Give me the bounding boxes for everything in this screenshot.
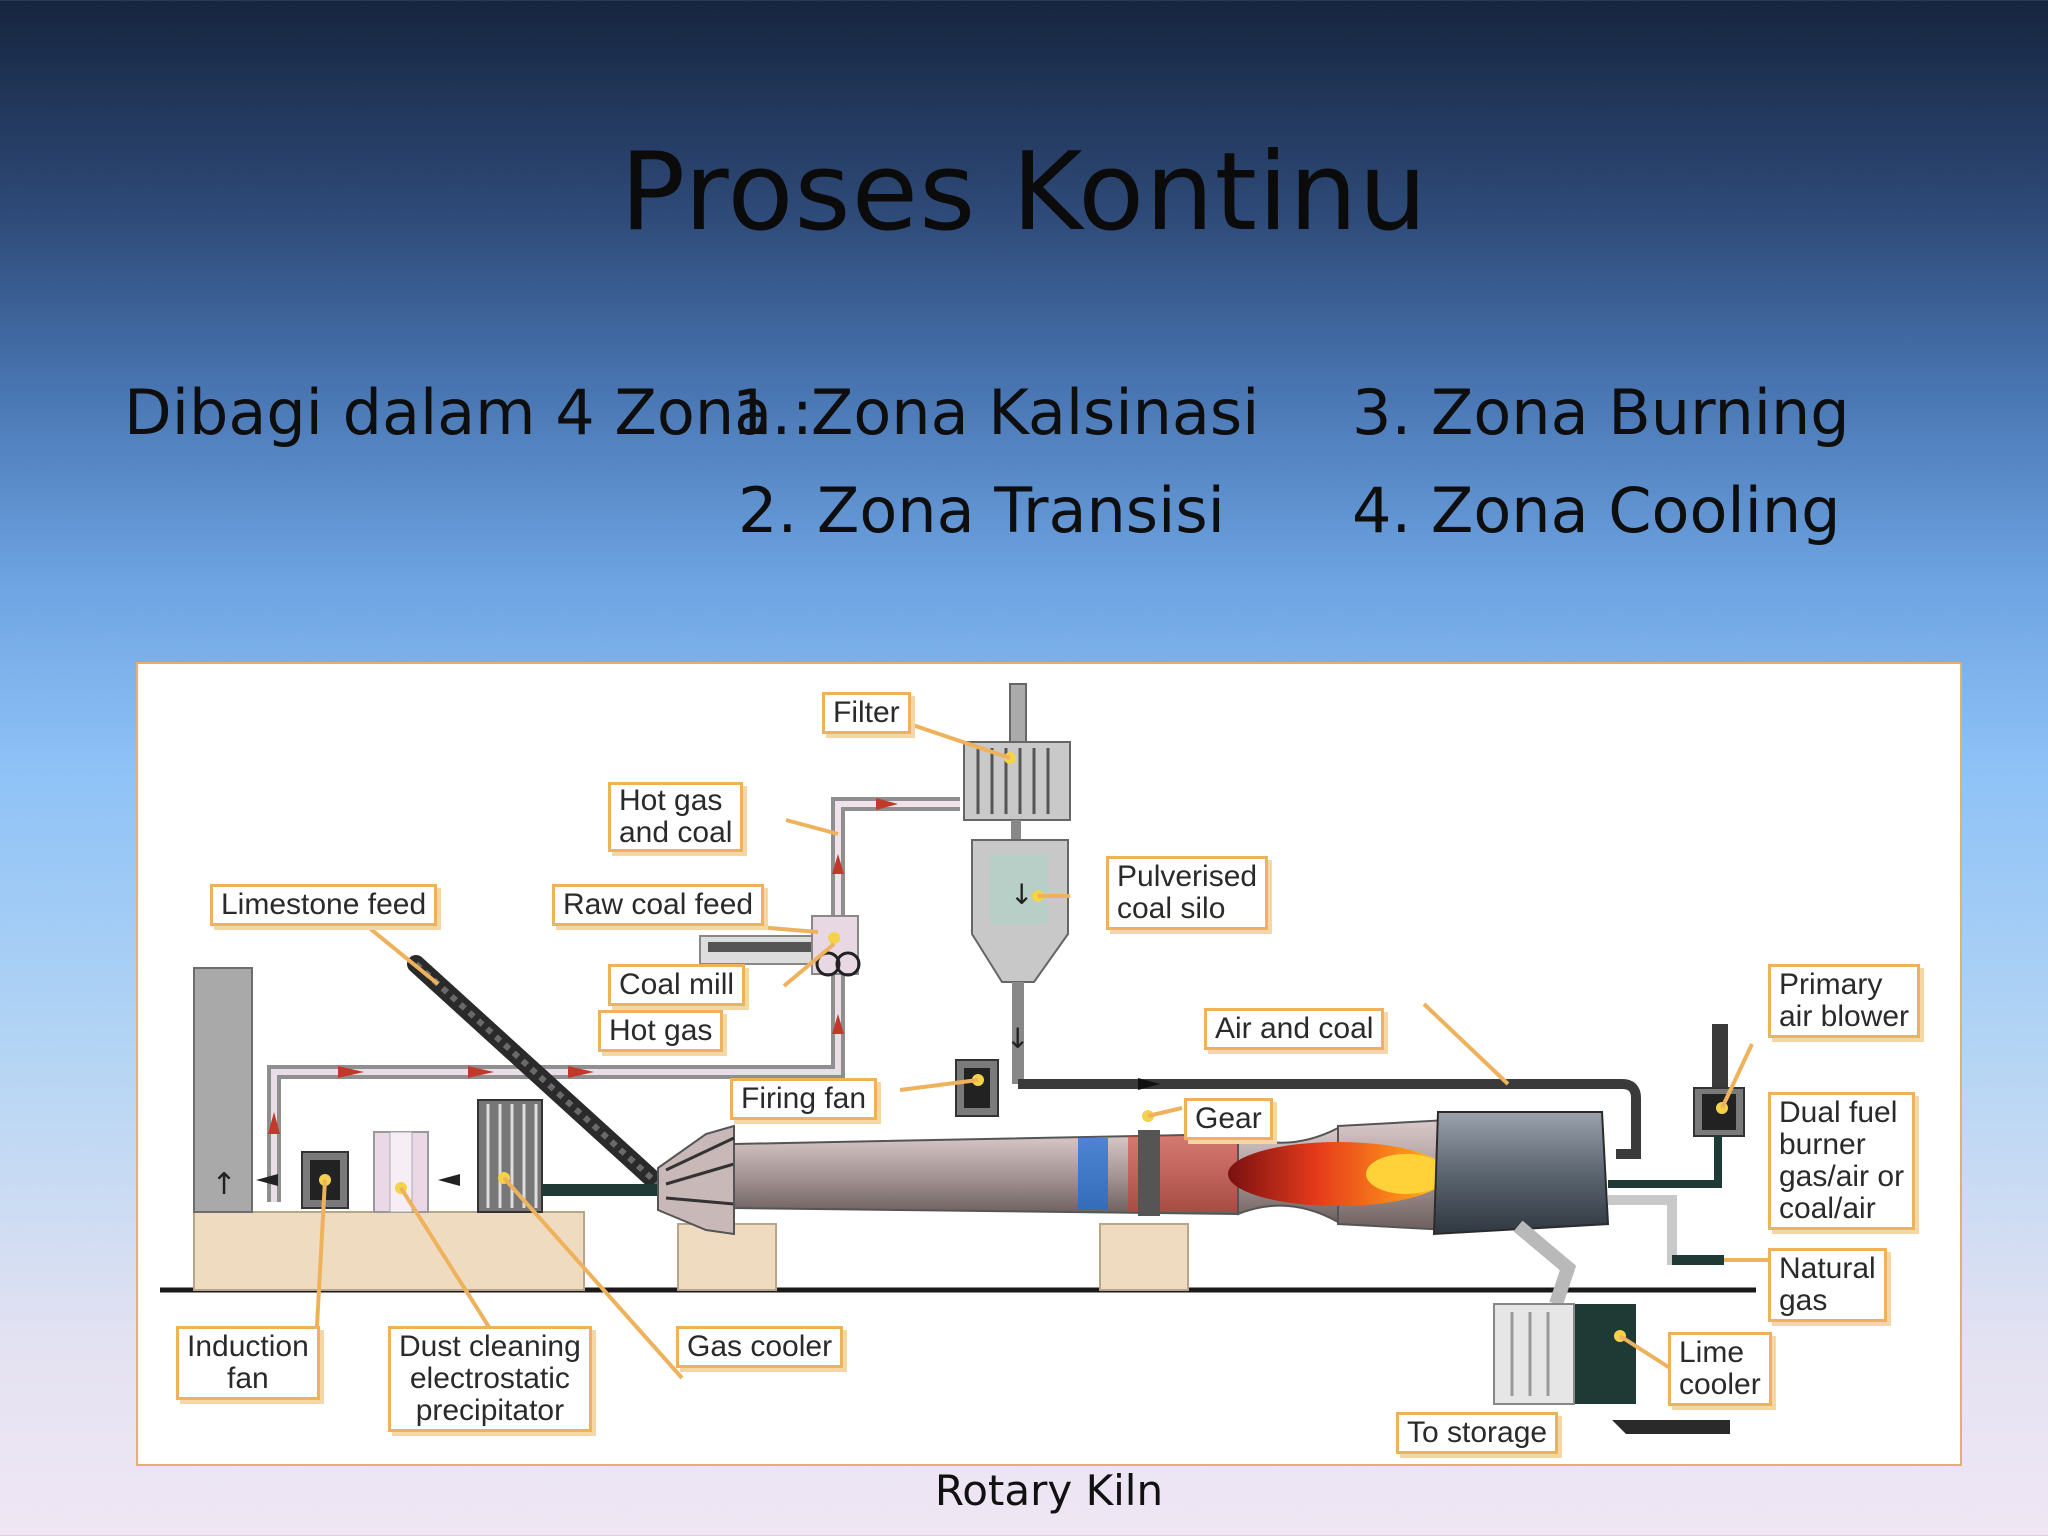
zone-3: 3. Zona Burning xyxy=(1352,376,1850,449)
storage-conveyor xyxy=(1612,1420,1730,1434)
label-hot-gas: Hot gas xyxy=(598,1010,724,1052)
svg-text:↓: ↓ xyxy=(1006,1022,1029,1055)
rotary-kiln-diagram: ↑ xyxy=(136,662,1962,1466)
zone-2: 2. Zona Transisi xyxy=(738,474,1225,547)
diagram-caption: Rotary Kiln xyxy=(934,1466,1164,1515)
label-lime-line2: cooler xyxy=(1679,1368,1761,1401)
red-flow-arrows xyxy=(268,798,898,1134)
label-raw-coal-feed: Raw coal feed xyxy=(552,884,765,926)
label-dust-line2: electrostatic xyxy=(409,1362,570,1395)
filter-stack xyxy=(1009,683,1027,743)
natural-gas-line xyxy=(1608,1195,1724,1265)
zone-transition-band xyxy=(1078,1138,1108,1210)
label-induction-fan: Induction fan xyxy=(176,1326,320,1400)
kiln-support-2 xyxy=(1099,1223,1189,1291)
limestone-chute xyxy=(407,955,667,1193)
label-dual-fuel-burner: Dual fuel burner gas/air or coal/air xyxy=(1768,1092,1916,1230)
label-dust-cleaning-precipitator: Dust cleaning electrostatic precipitator xyxy=(388,1326,592,1432)
label-air-and-coal: Air and coal xyxy=(1204,1008,1385,1050)
label-hot-gas-and-coal-line2: and coal xyxy=(619,816,733,849)
air-and-coal-pipe xyxy=(1018,1079,1641,1159)
kiln-inlet-duct xyxy=(542,1184,664,1196)
label-lime-cooler: Lime cooler xyxy=(1668,1332,1772,1406)
zone-4: 4. Zona Cooling xyxy=(1352,474,1841,547)
label-primary-line1: Primary xyxy=(1779,968,1883,1001)
chimney-stack xyxy=(193,967,253,1213)
blower-duct xyxy=(1608,1136,1722,1188)
precipitator-foundation xyxy=(193,1211,585,1291)
label-to-storage: To storage xyxy=(1396,1412,1559,1454)
label-dust-line1: Dust cleaning xyxy=(399,1330,581,1363)
label-primary-line2: air blower xyxy=(1779,1000,1910,1033)
kiln-gear xyxy=(1138,1130,1160,1216)
label-dual-line1: Dual fuel xyxy=(1779,1096,1898,1129)
label-filter: Filter xyxy=(822,692,911,734)
coal-mill-unit xyxy=(811,915,859,975)
blower-stack xyxy=(1712,1024,1728,1094)
zone-1: 1. Zona Kalsinasi xyxy=(732,376,1260,449)
label-natural-line2: gas xyxy=(1779,1284,1828,1317)
zones-intro: Dibagi dalam 4 Zona : xyxy=(124,376,813,449)
label-gas-cooler: Gas cooler xyxy=(676,1326,844,1368)
label-dual-line2: burner xyxy=(1779,1128,1866,1161)
label-induction-line1: Induction xyxy=(187,1330,309,1363)
label-primary-air-blower: Primary air blower xyxy=(1768,964,1921,1038)
label-lime-line1: Lime xyxy=(1679,1336,1745,1369)
label-pulverised-line2: coal silo xyxy=(1117,892,1226,925)
stack-up-arrow-icon: ↑ xyxy=(211,1167,236,1202)
kiln-illustration: ↑ xyxy=(160,683,1772,1434)
discharge-chute xyxy=(1513,1220,1577,1307)
label-hot-gas-and-coal: Hot gas and coal xyxy=(608,782,744,852)
label-hot-gas-and-coal-line1: Hot gas xyxy=(619,784,723,817)
label-firing-fan: Firing fan xyxy=(730,1078,878,1120)
slide-title: Proses Kontinu xyxy=(620,130,1428,255)
kiln-feed-hood xyxy=(657,1124,735,1236)
label-dust-line3: precipitator xyxy=(415,1394,565,1427)
label-induction-line2: fan xyxy=(227,1362,269,1395)
label-pulverised-coal-silo: Pulverised coal silo xyxy=(1106,856,1269,930)
label-pulverised-line1: Pulverised xyxy=(1117,860,1258,893)
label-natural-gas: Natural gas xyxy=(1768,1248,1887,1322)
filter-unit xyxy=(963,741,1071,821)
label-coal-mill: Coal mill xyxy=(608,964,746,1006)
kiln-support-1 xyxy=(677,1223,777,1291)
kiln-firing-hood xyxy=(1432,1111,1610,1236)
label-limestone-feed: Limestone feed xyxy=(210,884,438,926)
label-dual-line3: gas/air or xyxy=(1779,1160,1905,1193)
label-natural-line1: Natural xyxy=(1779,1252,1876,1285)
label-dual-line4: coal/air xyxy=(1779,1192,1876,1225)
silo-down-arrow-icon: ↓ xyxy=(1010,878,1033,911)
label-gear: Gear xyxy=(1184,1098,1273,1140)
lime-cooler-unit xyxy=(1493,1303,1575,1405)
